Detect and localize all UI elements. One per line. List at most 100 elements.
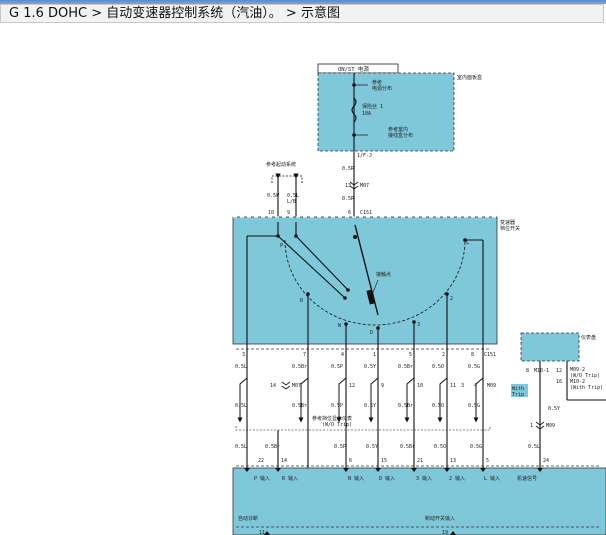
contact-dot <box>306 292 310 296</box>
wire-color: 0.5R <box>342 166 355 172</box>
contact-dot <box>445 292 449 296</box>
contact-label: 接触点 <box>376 271 391 278</box>
pin-number: 13 <box>345 183 351 189</box>
pin-number: 10 <box>417 383 423 389</box>
connector-chevron <box>535 421 545 430</box>
tcm-box <box>232 467 606 535</box>
connector-label: M07 <box>292 383 301 389</box>
switch-title-2: 档位开关 <box>500 225 520 232</box>
pin-number: 1 <box>530 423 533 429</box>
connector-label: (With Trip) <box>570 385 603 391</box>
with-trip-2: Trip <box>512 392 524 398</box>
wire-color: 0.5Y <box>548 406 560 412</box>
pin-number: 5 <box>486 458 489 464</box>
pin-number: 22 <box>258 458 264 464</box>
contact-point <box>366 289 376 305</box>
with-trip-1: With <box>512 386 524 392</box>
pin-number: 2 <box>442 352 445 358</box>
wire-color: 0.5P <box>331 403 343 409</box>
connector-label: C151 <box>360 210 372 216</box>
wire-color: 0.5L <box>528 444 540 450</box>
contact-arc <box>284 239 466 326</box>
position-r: R <box>300 298 304 304</box>
pin-number: 4 <box>341 352 344 358</box>
position-3: 3 <box>417 322 420 328</box>
breadcrumb: G 1.6 DOHC > 自动变速器控制系统（汽油）。 > 示意图 <box>0 4 604 23</box>
position-n: N <box>338 323 341 329</box>
cluster-box <box>520 332 580 362</box>
wire-color: 0.5Br <box>265 444 280 450</box>
wire-color: 0.5L <box>235 364 247 370</box>
position-2: 2 <box>450 296 453 302</box>
tcm-pin-marker <box>450 531 456 535</box>
ref-start-label: 参考起动系统 <box>266 161 296 168</box>
pin-number: 12 <box>556 368 562 374</box>
wire-color: 0.5P <box>331 364 343 370</box>
tcm-input-label: D 输入 <box>379 475 395 482</box>
pin-number: 3 <box>242 352 245 358</box>
cluster-box-label: 仪表盘 <box>581 334 596 341</box>
ref-ground-1: 参考室内 <box>388 126 408 133</box>
connector-label: M07 <box>360 183 369 189</box>
pin-number: 8 <box>471 352 474 358</box>
ref-power-1: 参考 <box>372 79 382 86</box>
pin-number: 6 <box>349 458 352 464</box>
ref-bracket <box>235 426 491 431</box>
breadcrumb-separator: > <box>281 6 301 21</box>
pin-label: 1/F-J <box>357 153 372 159</box>
ref-cluster-2: (W/O Trip) <box>322 422 352 428</box>
contact-dot <box>343 296 347 300</box>
connector-label: M09 <box>546 423 555 429</box>
wire-color: 0.5Br <box>398 403 413 409</box>
wire-color: 0.5Y <box>364 364 376 370</box>
pin-number: 1 <box>373 352 376 358</box>
breadcrumb-section[interactable]: 自动变速器控制系统（汽油）。 <box>106 6 282 21</box>
connector-label: M09 <box>487 383 496 389</box>
m07-splices <box>239 377 484 394</box>
connector-label: (W/O Trip) <box>570 373 600 379</box>
contact-pointer <box>371 279 379 296</box>
wire-color: 0.5P <box>334 444 346 450</box>
tcm-bottom-label: 制动开关输入 <box>425 515 455 522</box>
connector-label: M10-1 <box>534 368 549 374</box>
wire-color: 0.5Br <box>292 364 307 370</box>
connector-label: M09-2 <box>570 367 585 373</box>
wire-color: 0.5O <box>432 403 444 409</box>
pin-number: 9 <box>381 383 384 389</box>
pin-number: 19 <box>442 530 448 535</box>
position-p: P <box>280 243 284 249</box>
tcm-bottom-label: 自动诊断 <box>238 515 258 522</box>
breadcrumb-separator: > <box>87 6 107 21</box>
switch-link <box>295 235 349 291</box>
tcm-input-label: P 输入 <box>254 475 270 482</box>
pivot-dot <box>353 235 357 239</box>
tcm-input-label: R 输入 <box>282 475 298 482</box>
pin-number: 14 <box>281 458 287 464</box>
wire-bundle <box>246 344 484 470</box>
wire-color: 0.5L <box>235 444 247 450</box>
wire-color: L/B <box>287 199 296 205</box>
breadcrumb-model[interactable]: G 1.6 DOHC <box>9 6 88 21</box>
wire-color: 0.5Br <box>292 403 307 409</box>
pin-number: 7 <box>303 352 306 358</box>
contact-dot <box>412 320 416 324</box>
tcm-input-label: 机速信号 <box>517 475 537 482</box>
tcm-pin-markers <box>244 468 543 472</box>
fuse-symbol <box>351 97 357 123</box>
pin-number: 16 <box>556 379 562 385</box>
pin-number: 8 <box>526 368 529 374</box>
ref-bracket <box>271 175 303 183</box>
pin-number: 3 <box>461 383 464 389</box>
contact-dot <box>376 326 380 330</box>
wire-color: 0.5G <box>470 444 482 450</box>
tcm-input-label: L 输入 <box>484 475 500 482</box>
breadcrumb-page: 示意图 <box>300 6 340 21</box>
position-l: L <box>466 240 470 246</box>
connector-chevron <box>349 181 359 190</box>
wire-color: 0.5L <box>235 403 247 409</box>
pin-number: 24 <box>543 458 549 464</box>
pin-number: 15 <box>381 458 387 464</box>
wire-color: 0.5O <box>432 364 444 370</box>
wire-color: 0.5L <box>287 193 299 199</box>
